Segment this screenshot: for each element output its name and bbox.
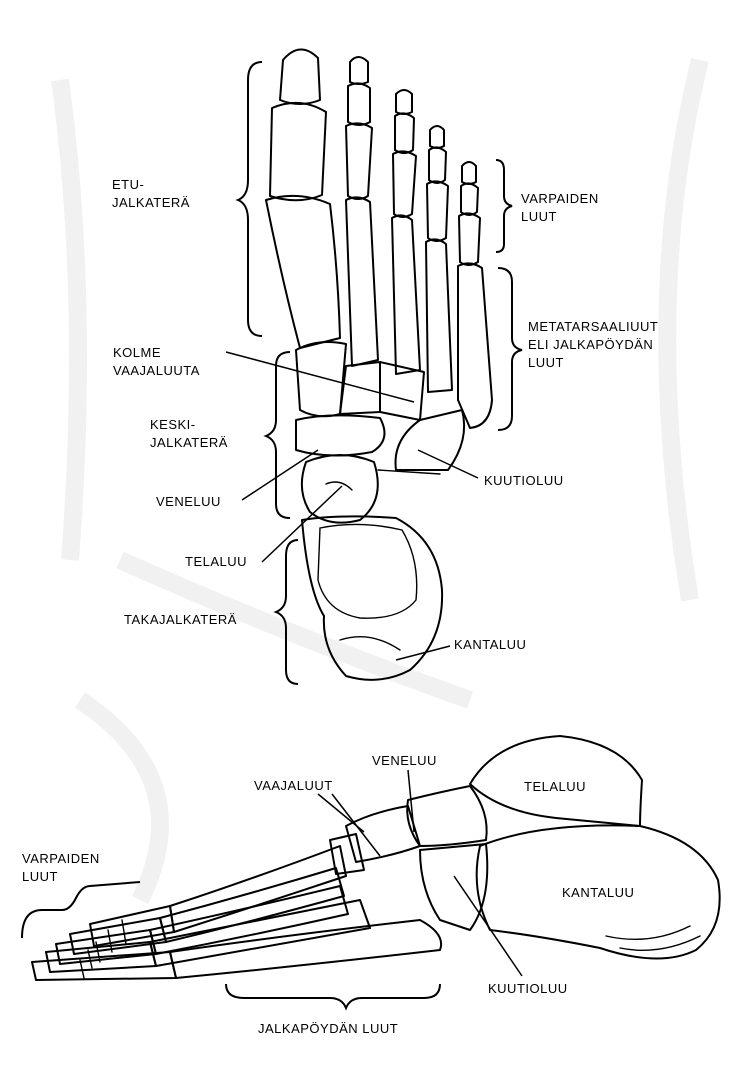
toe3-middle [394, 112, 415, 154]
toe5-distal [461, 161, 477, 185]
top-view-leaders [225, 351, 479, 661]
metatarsal-1 [265, 194, 341, 349]
brace-varpaiden-luut [495, 159, 513, 253]
metatarsal-4 [425, 238, 453, 393]
lateral-cuneiform [379, 361, 425, 421]
label-kantaluu-side: KANTALUU [562, 885, 635, 900]
label-veneluu-top: VENELUU [156, 494, 221, 509]
side-toe-5 [31, 951, 177, 981]
side-view-foot [31, 735, 721, 981]
label-kuutioluu-side: KUUTIOLUU [488, 981, 568, 996]
side-metatarsal-3 [149, 885, 349, 955]
big-toe-proximal-phalanx [269, 101, 327, 202]
calcaneus [301, 515, 444, 681]
leader-side-vaajaluut-2 [331, 793, 381, 857]
metatarsal-3 [391, 214, 421, 375]
toe2-proximal [345, 122, 373, 200]
toe3-proximal [392, 150, 417, 218]
toe4-proximal [426, 180, 449, 242]
toe4-middle [428, 146, 447, 184]
label-metatarsaaliluut: METATARSAALIUUT ELI JALKAPÖYDÄN LUUT [528, 319, 659, 370]
toe2-distal [349, 56, 369, 85]
big-toe-distal-phalanx [279, 48, 321, 105]
label-kuutioluu-top: KUUTIOLUU [484, 473, 564, 488]
label-vaajaluut-side: VAAJALUUT [254, 778, 333, 793]
medial-cuneiform [295, 341, 347, 418]
leader-kuutioluu [417, 449, 479, 479]
toe3-distal [395, 89, 413, 115]
label-kantaluu-top: KANTALUU [454, 637, 527, 652]
toe5-middle [460, 182, 479, 216]
brace-side-varpaiden-luut [21, 881, 141, 939]
leader-veneluu [241, 449, 319, 501]
label-takajalkatera: TAKAJALKATERÄ [124, 612, 237, 627]
leader-kantaluu [395, 645, 451, 661]
leader-kolme-vaajaluuta [225, 351, 415, 403]
talus [300, 454, 379, 524]
side-metatarsal-5 [169, 919, 442, 979]
label-telaluu-top: TELALUU [185, 554, 248, 569]
label-veneluu-side: VENELUU [372, 753, 437, 768]
label-etujalkatera: ETU- JALKATERÄ [112, 177, 190, 210]
side-navicular [406, 785, 488, 847]
cuboid [394, 409, 466, 471]
side-view-braces [21, 881, 441, 1011]
label-kolme-vaajaluuta: KOLME VAAJALUUTA [113, 345, 200, 378]
label-keskijalkatera: KESKI- JALKATERÄ [150, 417, 228, 450]
leader-side-kuutioluu [453, 875, 523, 977]
label-jalkapoydan-luut: JALKAPÖYDÄN LUUT [258, 1021, 399, 1036]
brace-metatarsaaliluut [497, 267, 523, 431]
leader-side-veneluu [407, 769, 415, 833]
brace-etujalkatera [235, 61, 263, 337]
brace-keskijalkatera [263, 351, 291, 519]
side-view-leaders [317, 769, 523, 977]
side-metatarsal-2 [159, 867, 345, 943]
side-toe-2 [69, 917, 167, 955]
side-metatarsal-1 [169, 845, 347, 933]
brace-takajalkatera [273, 539, 299, 685]
label-varpaiden-luut-side: VARPAIDEN LUUT [22, 851, 100, 884]
toe2-middle [347, 82, 371, 126]
toe5-proximal [458, 212, 481, 266]
toe4-distal [429, 125, 445, 149]
side-cuneiform-2 [329, 833, 365, 875]
watermark [51, 57, 709, 905]
side-cuboid [419, 843, 489, 931]
top-view-foot [265, 48, 493, 681]
brace-side-jalkapoydan-luut [225, 983, 441, 1011]
label-telaluu-side: TELALUU [524, 779, 587, 794]
metatarsal-5 [457, 262, 493, 429]
label-varpaiden-luut-top: VARPAIDEN LUUT [521, 191, 599, 224]
top-view-braces [235, 61, 523, 685]
metatarsal-2 [345, 196, 379, 367]
side-metatarsal-4 [149, 899, 371, 967]
navicular [295, 414, 386, 457]
side-cuneiform-1 [345, 805, 421, 863]
side-toe-4 [45, 941, 157, 973]
leader-telaluu [261, 485, 343, 563]
side-talus [469, 735, 643, 827]
